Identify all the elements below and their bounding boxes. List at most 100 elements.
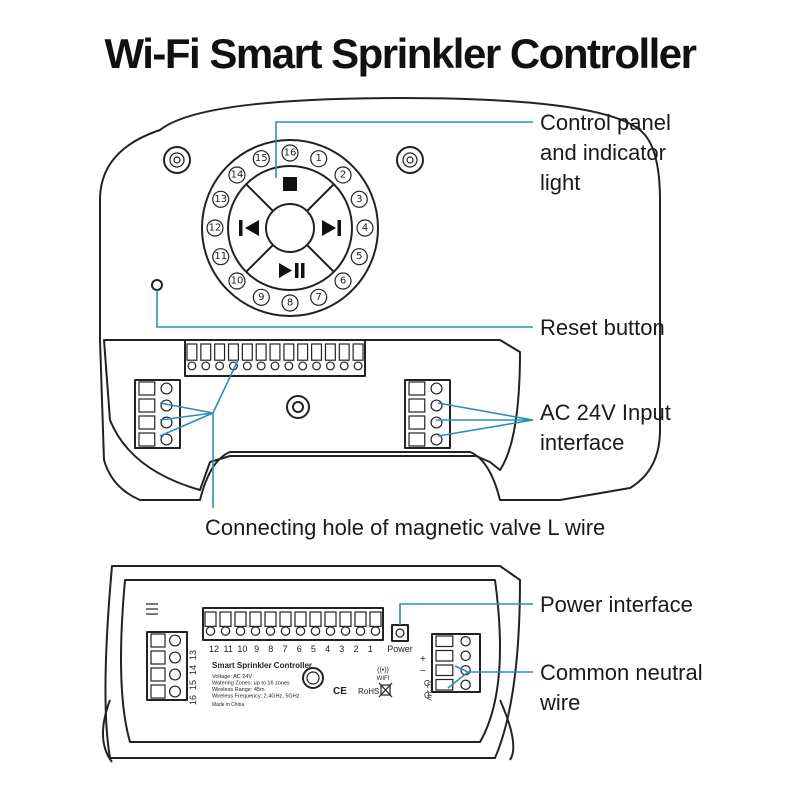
zone-indicator-6: 6 bbox=[334, 272, 352, 290]
terminal-slot bbox=[435, 635, 471, 648]
terminal-slot bbox=[408, 415, 443, 430]
zone-indicator-number: 10 bbox=[231, 276, 244, 287]
zone-indicator-number: 5 bbox=[356, 251, 362, 262]
zone-terminal-number: 6 bbox=[297, 644, 302, 654]
callout-power-interface: Power interface bbox=[540, 592, 693, 617]
terminal-slot bbox=[294, 611, 307, 636]
terminal-slot bbox=[269, 343, 281, 371]
terminal-slot bbox=[255, 343, 267, 371]
spec-line: Wireless Range: 45m bbox=[212, 687, 265, 693]
zone-indicator-1: 1 bbox=[310, 150, 328, 168]
callout-line-common bbox=[447, 665, 533, 689]
zone-indicator-8: 8 bbox=[281, 294, 299, 312]
terminal-slot bbox=[354, 611, 367, 636]
callout-common-neutral: Common neutral wire bbox=[540, 660, 703, 715]
zone-indicator-number: 3 bbox=[356, 194, 362, 205]
zone-terminal-number: 4 bbox=[325, 644, 330, 654]
dial-knob bbox=[302, 667, 324, 689]
zone-terminal-number: 3 bbox=[339, 644, 344, 654]
top-device-body bbox=[99, 97, 661, 501]
terminal-slot bbox=[186, 343, 198, 371]
terminal-slot bbox=[150, 684, 182, 699]
previous-icon bbox=[239, 220, 259, 236]
terminal-slot bbox=[200, 343, 212, 371]
wiring-bay bbox=[103, 339, 521, 491]
zone-indicator-number: 1 bbox=[316, 153, 322, 164]
callout-control-panel: Control panel and indicator light bbox=[540, 110, 671, 195]
terminal-slot bbox=[138, 381, 173, 396]
control-panel-ring bbox=[201, 139, 379, 317]
terminal-slot bbox=[324, 611, 337, 636]
ce-mark: CE bbox=[333, 686, 347, 697]
ac-label: AC 24V bbox=[425, 680, 431, 701]
zone-terminal-number: 2 bbox=[353, 644, 358, 654]
zone-indicator-number: 7 bbox=[316, 292, 322, 303]
terminal-slot bbox=[219, 611, 232, 636]
side-terminal-number: 13 bbox=[188, 650, 198, 660]
terminal-slot bbox=[241, 343, 253, 371]
screw-right bbox=[396, 146, 424, 174]
callout-line-power bbox=[399, 603, 533, 625]
zone-indicator-12: 12 bbox=[206, 219, 224, 237]
reset-button-hole bbox=[151, 279, 163, 291]
wifi-symbol: ((•)) bbox=[377, 667, 389, 674]
terminal-slot bbox=[297, 343, 309, 371]
terminal-slot bbox=[214, 343, 226, 371]
terminal-slot bbox=[138, 432, 173, 447]
zone-indicator-number: 2 bbox=[340, 169, 346, 180]
zone-indicator-number: 16 bbox=[284, 148, 297, 159]
zone-indicator-number: 12 bbox=[209, 223, 222, 234]
zone-indicator-14: 14 bbox=[228, 166, 246, 184]
bottom-left-terminal-block bbox=[146, 631, 188, 701]
product-name: Smart Sprinkler Controller bbox=[212, 661, 312, 670]
vent-lines bbox=[146, 603, 158, 615]
terminal-slot bbox=[150, 650, 182, 665]
callout-reset-button: Reset button bbox=[540, 315, 665, 340]
bottom-device-body bbox=[104, 565, 521, 759]
terminal-slot bbox=[279, 611, 292, 636]
stop-icon bbox=[283, 177, 297, 191]
made-in: Made in China bbox=[212, 702, 244, 708]
terminal-slot bbox=[338, 343, 350, 371]
terminal-slot bbox=[249, 611, 262, 636]
callout-line-valve-hole bbox=[159, 359, 239, 508]
common-terminal-block bbox=[431, 633, 481, 693]
page-title: Wi-Fi Smart Sprinkler Controller bbox=[104, 30, 697, 77]
zone-indicator-5: 5 bbox=[350, 248, 368, 266]
callout-line-control-panel bbox=[275, 121, 533, 178]
terminal-slot bbox=[311, 343, 323, 371]
side-terminal-number: 15 bbox=[188, 680, 198, 690]
minus-label: − bbox=[420, 666, 426, 677]
terminal-slot bbox=[324, 343, 336, 371]
zone-indicator-number: 4 bbox=[362, 223, 368, 234]
common-label: C bbox=[424, 679, 430, 688]
side-terminal-number: 14 bbox=[188, 665, 198, 675]
bottom-zone-terminal-strip bbox=[202, 607, 384, 641]
zone-indicator-number: 13 bbox=[214, 194, 227, 205]
terminal-slot bbox=[339, 611, 352, 636]
rohs-mark: RoHS bbox=[358, 687, 379, 696]
zone-indicator-13: 13 bbox=[212, 190, 230, 208]
zone-terminal-number: 11 bbox=[224, 644, 233, 654]
plus-label: + bbox=[420, 654, 426, 665]
terminal-slot bbox=[309, 611, 322, 636]
zone-terminal-number: 5 bbox=[311, 644, 316, 654]
terminal-slot bbox=[352, 343, 364, 371]
zone-indicator-4: 4 bbox=[356, 219, 374, 237]
zone-indicator-number: 14 bbox=[231, 169, 244, 180]
callout-line-ac-input bbox=[436, 402, 534, 437]
zone-terminal-number: 9 bbox=[254, 644, 259, 654]
terminal-slot bbox=[408, 432, 443, 447]
terminal-slot bbox=[138, 415, 173, 430]
callout-ac-input: AC 24V Input interface bbox=[540, 400, 671, 455]
zone-indicator-11: 11 bbox=[212, 248, 230, 266]
callout-valve-hole: Connecting hole of magnetic valve L wire bbox=[205, 515, 606, 540]
left-terminal-block bbox=[134, 379, 181, 449]
terminal-slot bbox=[264, 611, 277, 636]
zone-terminal-number: 10 bbox=[237, 644, 247, 654]
screw-left bbox=[163, 146, 191, 174]
power-label: Power bbox=[387, 644, 413, 654]
